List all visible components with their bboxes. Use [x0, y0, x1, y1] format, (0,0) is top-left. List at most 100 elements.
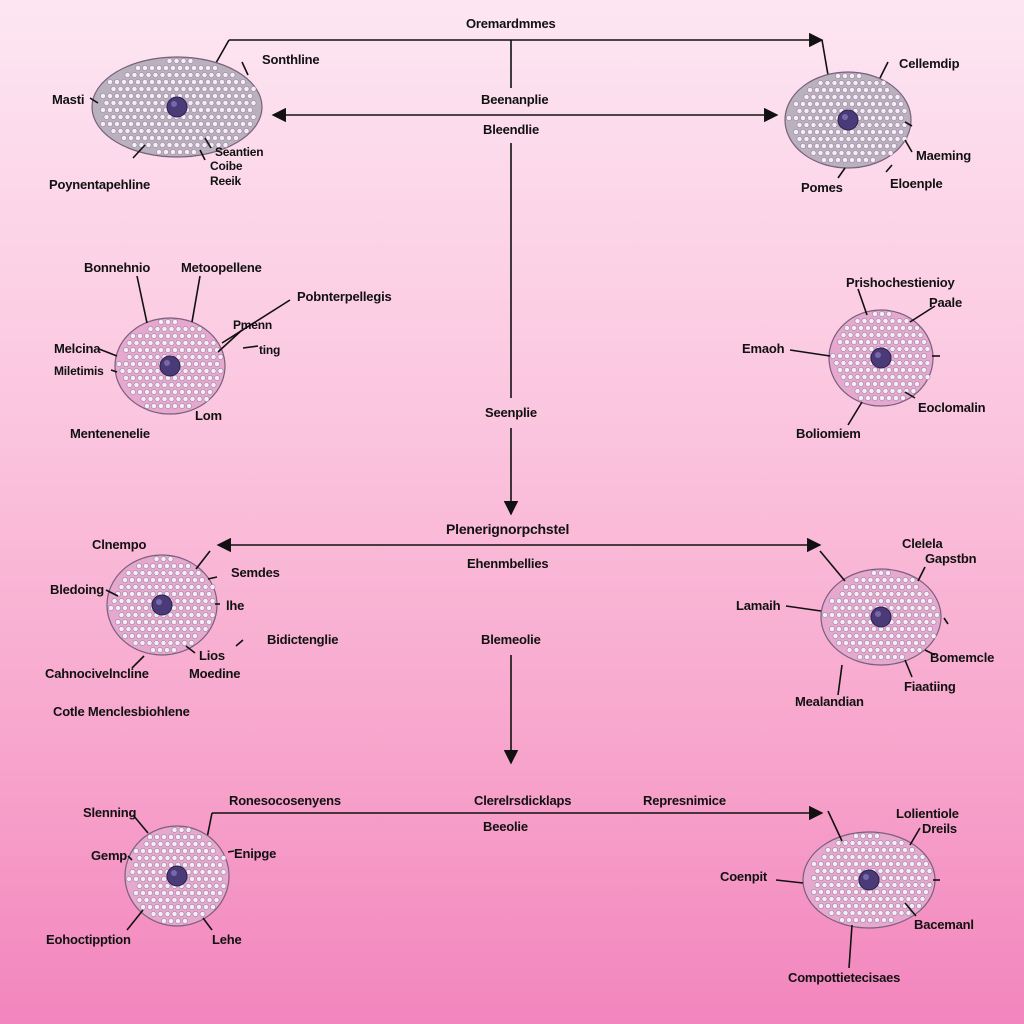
cell1-label: Reeik: [210, 174, 242, 188]
cell3-label: Bonnehnio: [84, 260, 151, 275]
cell3-label: Lom: [195, 408, 222, 423]
cell7-label: Enipge: [234, 846, 277, 861]
cell-nucleus: [870, 606, 892, 628]
leader-line: [127, 855, 133, 861]
cell-granules: [108, 556, 216, 653]
cell5-label: Cahnocivelncline: [45, 666, 149, 681]
cell3-label: Mentenenelie: [70, 426, 150, 441]
leader-line: [943, 617, 949, 625]
cell7-label: Eohoctipption: [46, 932, 131, 947]
flow-label-top: Oremardmmes: [466, 16, 556, 31]
cell3-label: Pmenn: [233, 318, 273, 332]
flow-arrow: [821, 39, 829, 76]
cell-granules: [116, 319, 224, 409]
cell6-label: Mealandian: [795, 694, 864, 709]
leader-line: [207, 576, 218, 580]
leader-line: [110, 369, 118, 373]
cell5-label: lhe: [226, 598, 245, 613]
cell2-label: Maeming: [916, 148, 971, 163]
flow-arrow: [206, 812, 213, 839]
cell2-label: Pomes: [801, 180, 843, 195]
cell3-label: ting: [259, 343, 281, 357]
cell5-label: Clnempo: [92, 537, 147, 552]
cell1-label: Coibe: [210, 159, 243, 173]
leader-line: [199, 149, 206, 161]
leader-line: [827, 810, 843, 842]
leader-line: [909, 827, 921, 846]
cell8-label: Lolientiole: [896, 806, 959, 821]
leader-line: [235, 639, 244, 647]
cell-8: [802, 831, 936, 929]
leader-line: [904, 121, 913, 127]
leader-line: [195, 550, 211, 570]
leader-line: [202, 917, 213, 931]
flow-label-bottom-right: Represnimice: [643, 793, 726, 808]
leader-line: [105, 589, 119, 597]
cell5-label: Bidictenglie: [267, 632, 339, 647]
cell8-label: Bacemanl: [914, 917, 974, 932]
cell5-label: Semdes: [231, 565, 280, 580]
leader-line: [904, 902, 917, 917]
cell6-label: Bomemcle: [930, 650, 995, 665]
flow-label-middle: Plenerignorpchstel: [446, 521, 570, 537]
cell8-label: Compottietecisaes: [788, 970, 901, 985]
leader-line: [191, 275, 201, 323]
cell-nucleus: [151, 594, 173, 616]
flow-label-top-mid1: Beenanplie: [481, 92, 549, 107]
cell-3: [114, 317, 226, 415]
cell-granules: [100, 58, 257, 155]
cell4-label: Paale: [929, 295, 962, 310]
cell-granules: [786, 73, 908, 163]
leader-line: [136, 275, 148, 324]
cell-6: [820, 568, 942, 666]
cell1-label: Masti: [52, 92, 85, 107]
leader-line: [785, 605, 822, 612]
leader-line: [885, 164, 893, 173]
cell5-label: Cotle Menclesbiohlene: [53, 704, 190, 719]
cell-granules: [830, 311, 931, 401]
cell-nucleus: [166, 96, 188, 118]
cell4-label: Emaoh: [742, 341, 785, 356]
flow-label-bottom-left: Ronesocosenyens: [229, 793, 341, 808]
cell4-label: Prishochestienioy: [846, 275, 955, 290]
cell6-label: Lamaih: [736, 598, 781, 613]
leader-line: [98, 348, 118, 357]
leader-line: [819, 550, 846, 582]
cell1-label: Seantien: [215, 145, 264, 159]
leader-line: [204, 137, 212, 149]
leader-line: [132, 144, 146, 159]
cell5-label: Lios: [199, 648, 225, 663]
cell5-label: Bledoing: [50, 582, 105, 597]
leader-line: [126, 909, 144, 931]
cell8-label: Dreils: [922, 821, 957, 836]
leader-line: [904, 139, 913, 153]
cell-4: [828, 309, 934, 407]
flow-label-middle-sub: Ehenmbellies: [467, 556, 549, 571]
cell6-label: Fiaatiing: [904, 679, 956, 694]
leader-line: [917, 566, 926, 582]
flow-label-bottom-mid-sub: Beeolie: [483, 819, 528, 834]
cell2-label: Eloenple: [890, 176, 943, 191]
leader-line: [904, 659, 913, 678]
leader-line: [185, 645, 196, 654]
leader-line: [909, 305, 936, 323]
flow-label-bottom-mid: Clerelrsdicklaps: [474, 793, 572, 808]
leader-line: [924, 649, 936, 656]
cell-nucleus: [858, 869, 880, 891]
leader-line: [904, 391, 916, 399]
cell5-label: Moedine: [189, 666, 241, 681]
cell-nucleus: [159, 355, 181, 377]
leader-line: [242, 345, 259, 349]
cell8-label: Coenpit: [720, 869, 767, 884]
cell2-label: Cellemdip: [899, 56, 960, 71]
cell-granules: [822, 570, 940, 660]
cell1-label: Poynentapehline: [49, 177, 151, 192]
leader-line: [217, 329, 243, 353]
cell4-label: Eoclomalin: [918, 400, 986, 415]
leader-line: [132, 814, 149, 834]
cell3-label: Metoopellene: [181, 260, 262, 275]
leader-line: [775, 879, 804, 884]
leader-line: [837, 167, 846, 179]
leader-line: [227, 850, 235, 853]
